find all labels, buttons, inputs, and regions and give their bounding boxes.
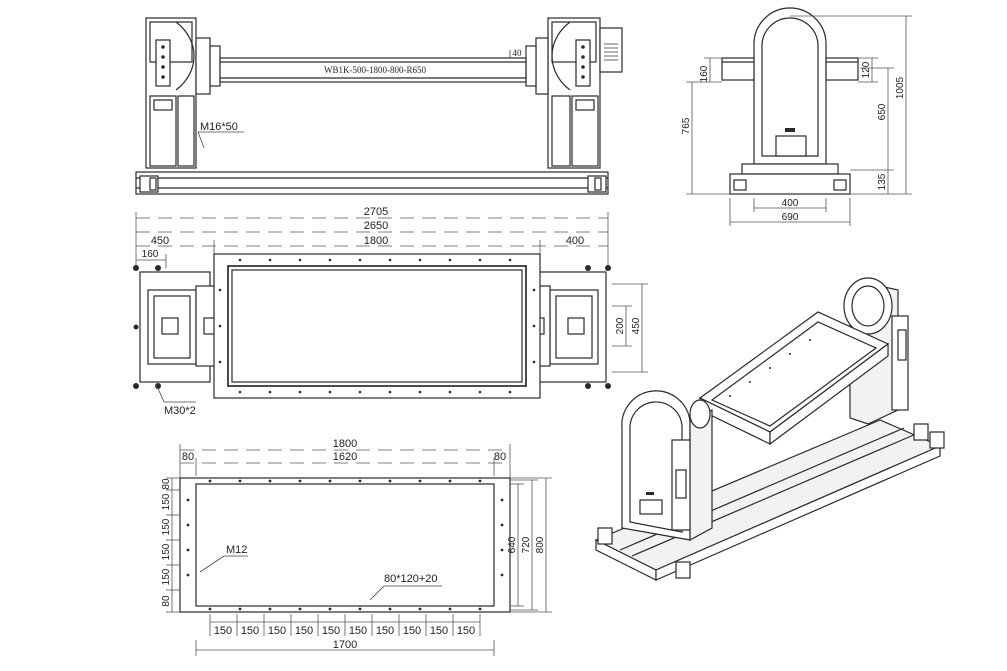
side-view: 160 765 120 650 135 1005 400 690 xyxy=(681,7,912,226)
plate-dim-80-right: 80 xyxy=(494,451,506,463)
side-dim-400: 400 xyxy=(782,198,799,209)
plate-dim-1620: 1620 xyxy=(333,451,357,463)
plate-left-spacing-4: 150 xyxy=(161,568,172,585)
top-view: 2705 2650 450 1800 400 160 xyxy=(133,206,648,417)
top-dim-2650: 2650 xyxy=(364,220,388,232)
plate-bottom-spacing-9: 150 xyxy=(457,625,475,637)
plate-holes xyxy=(186,479,504,611)
plate-left-spacing-3: 150 xyxy=(161,543,172,560)
plate-bottom-spacing-2: 150 xyxy=(268,625,286,637)
top-table-frame xyxy=(213,253,541,399)
plate-hole-callout: M12 xyxy=(226,544,247,556)
isometric-view xyxy=(594,277,945,581)
plate-bottom-spacing-0: 150 xyxy=(214,625,232,637)
top-bolt-callout: M30*2 xyxy=(164,405,196,417)
top-dim-400: 400 xyxy=(566,235,584,247)
plate-bottom-spacing-3: 150 xyxy=(295,625,313,637)
plate-dim-1700: 1700 xyxy=(333,639,357,651)
plate-dim-800: 800 xyxy=(535,536,546,553)
table-plate-view: 1800 80 1620 80 xyxy=(161,438,552,656)
side-base xyxy=(729,173,851,195)
iso-frame-holes xyxy=(729,339,811,397)
plate-bottom-spacing-4: 150 xyxy=(322,625,340,637)
top-dim-450-h: 450 xyxy=(631,317,642,334)
plate-bottom-spacing-6: 150 xyxy=(376,625,394,637)
model-label: WB1K-500-1800-800-R650 xyxy=(324,65,426,75)
front-view: 40 WB1K-500-1800-800-R650 M16*50 xyxy=(135,17,623,195)
plate-left-spacing-2: 150 xyxy=(161,518,172,535)
plate-slot-callout: 80*120+20 xyxy=(384,573,438,585)
top-dim-1800: 1800 xyxy=(364,235,388,247)
side-dim-690: 690 xyxy=(782,212,799,223)
side-arch-body xyxy=(753,7,827,165)
plate-left-spacing-5: 80 xyxy=(161,595,172,607)
side-dim-120: 120 xyxy=(861,61,872,78)
side-dim-1005: 1005 xyxy=(895,76,906,99)
side-dim-765: 765 xyxy=(681,117,692,134)
top-dim-160: 160 xyxy=(142,249,159,260)
plate-left-spacing-1: 150 xyxy=(161,493,172,510)
plate-dim-640: 640 xyxy=(507,536,518,553)
top-dim-2705: 2705 xyxy=(364,206,388,218)
plate-bottom-spacing-1: 150 xyxy=(241,625,259,637)
plate-bottom-spacing-7: 150 xyxy=(403,625,421,637)
side-dim-650: 650 xyxy=(877,103,888,120)
plate-dim-720: 720 xyxy=(521,536,532,553)
front-bolt-callout: M16*50 xyxy=(200,121,238,133)
front-small-dim: 40 xyxy=(513,48,523,58)
plate-bottom-spacing-5: 150 xyxy=(349,625,367,637)
top-dim-450: 450 xyxy=(151,235,169,247)
top-frame-holes xyxy=(218,258,536,394)
side-beam-right xyxy=(825,57,859,81)
table-plate xyxy=(179,477,511,613)
side-beam-left xyxy=(721,57,755,81)
plate-bottom-spacing-8: 150 xyxy=(430,625,448,637)
top-dim-200: 200 xyxy=(615,317,626,334)
plate-left-spacing-0: 80 xyxy=(161,478,172,490)
plate-dim-1800: 1800 xyxy=(333,438,357,450)
plate-dim-80-left: 80 xyxy=(182,451,194,463)
front-base-frame xyxy=(135,171,609,195)
side-dim-135: 135 xyxy=(877,173,888,190)
side-dim-160: 160 xyxy=(699,65,710,82)
